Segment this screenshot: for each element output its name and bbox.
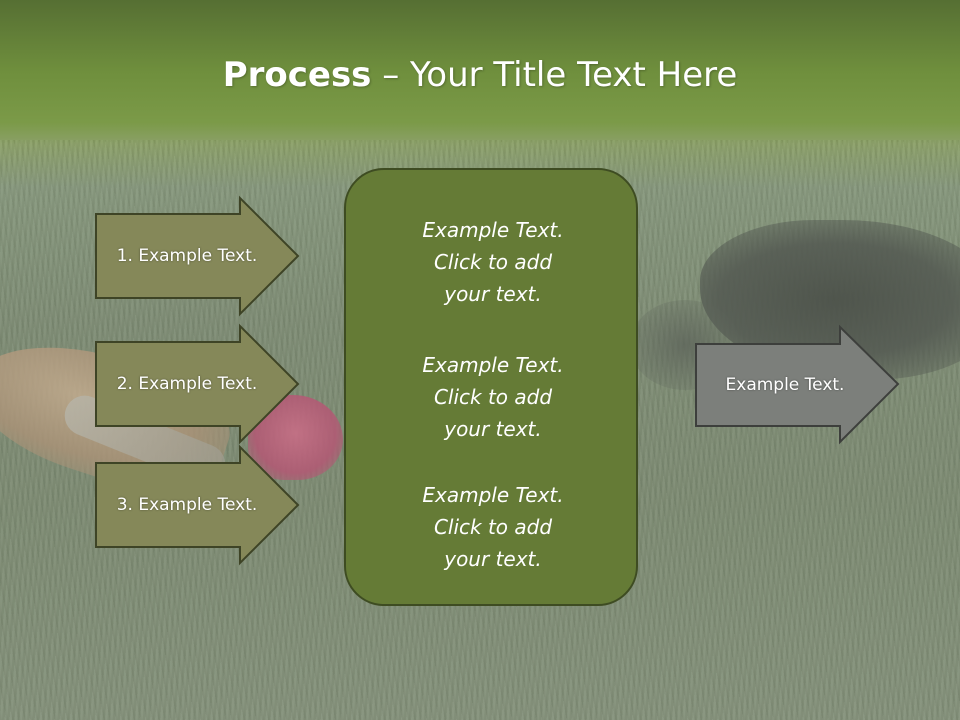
title-bold: Process — [222, 55, 372, 95]
arrow-3-graphic — [95, 444, 300, 566]
arrow-2-label: 2. Example Text. — [116, 374, 258, 394]
arrow-1-graphic — [95, 195, 300, 317]
title-rest: – Your Title Text Here — [371, 55, 738, 95]
arrow-shape-right[interactable]: Example Text. — [695, 324, 900, 445]
arrow-shape-2[interactable]: 2. Example Text. — [95, 323, 300, 445]
center-text-block-1: Example Text. Click to add your text. — [422, 218, 564, 306]
arrow-1-label: 1. Example Text. — [116, 246, 258, 266]
arrow-right-graphic — [695, 324, 900, 445]
center-text-block-2: Example Text. Click to add your text. — [422, 353, 564, 441]
arrow-3-label: 3. Example Text. — [116, 495, 258, 515]
center-text-block-3: Example Text. Click to add your text. — [422, 483, 564, 571]
arrow-shape-3[interactable]: 3. Example Text. — [95, 444, 300, 566]
arrow-shape-1[interactable]: 1. Example Text. — [95, 195, 300, 317]
arrow-right-label: Example Text. — [725, 375, 845, 395]
slide-title[interactable]: Process – Your Title Text Here — [0, 52, 960, 98]
center-text-box[interactable]: Example Text. Click to add your text. Ex… — [344, 168, 638, 606]
arrow-2-graphic — [95, 323, 300, 445]
